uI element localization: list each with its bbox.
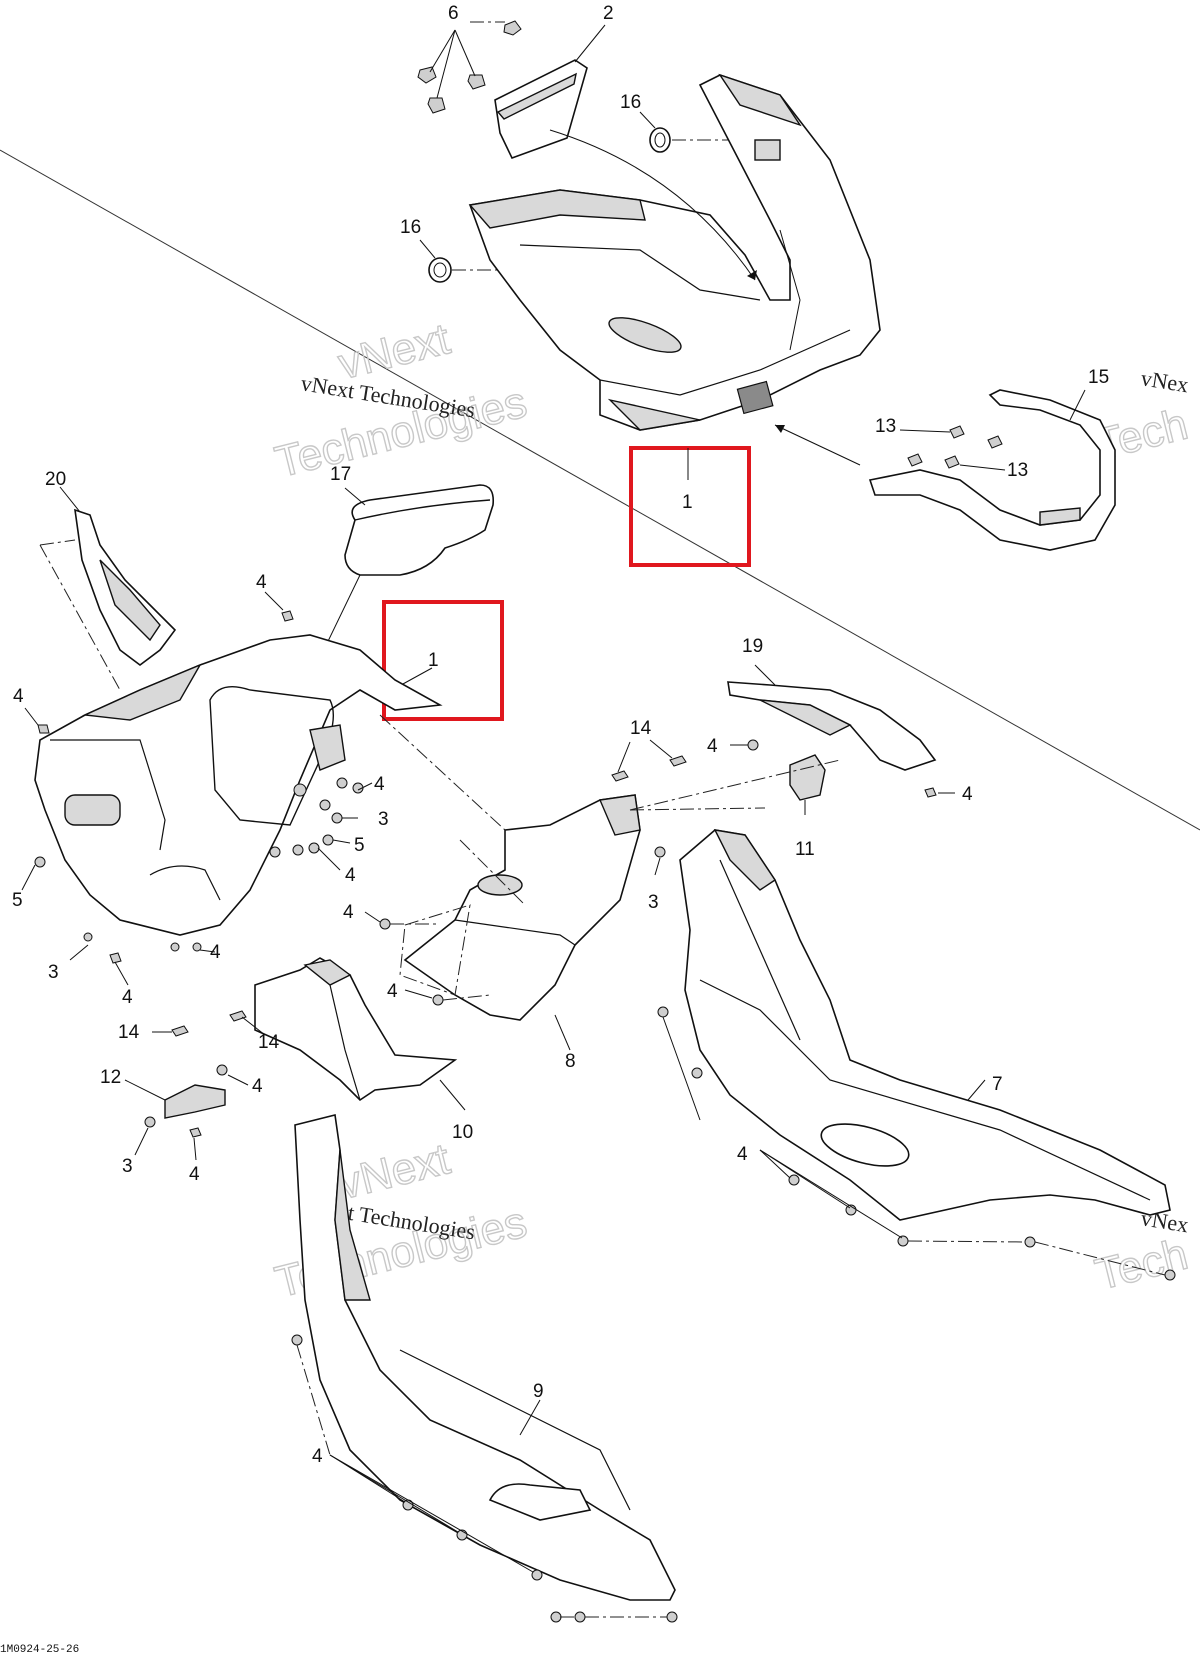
callout-19: 19 [742,636,763,657]
callout-5-left: 5 [12,890,23,911]
callout-14-mid: 14 [258,1032,280,1053]
callout-4-dash-b: 4 [345,865,356,886]
part-8-center-tray [379,714,641,1051]
part-9-lower-panel [294,1114,676,1601]
part-19-right-bracket [727,664,937,771]
callout-11: 11 [795,839,815,860]
callout-20: 20 [45,469,66,490]
callout-12: 12 [100,1067,121,1088]
callout-1-upper: 1 [682,492,693,513]
callout-4-clip-right: 4 [962,784,973,805]
callout-3-bracket: 3 [122,1156,133,1177]
part-1-dash-panel [34,634,443,936]
callout-4-bracket-lower: 4 [189,1164,200,1185]
part-12-small-bracket [124,1064,249,1161]
arrow-15-to-1 [774,424,861,466]
callout-4-dash-a: 4 [374,774,385,795]
part-16-grommet-upper [639,111,730,153]
part-15-handle-bar [868,389,1116,551]
callout-3-dash: 3 [378,809,389,830]
part-13-screws [899,425,1006,471]
callout-4-clip-left: 4 [707,736,718,757]
part-11-clip [629,739,955,815]
callout-16-lower: 16 [400,217,421,238]
callout-4-lower-panel: 4 [312,1446,323,1467]
callout-14-top: 14 [630,718,652,739]
callout-6: 6 [448,3,459,24]
fasteners-9 [291,1334,678,1623]
callout-13-right: 13 [1007,460,1028,481]
callout-4-tray-a: 4 [343,902,354,923]
part-7-side-panel [679,829,1171,1221]
callout-4-bracket: 4 [252,1076,263,1097]
highlight-box-upper [629,446,751,567]
callout-4-dash-c: 4 [210,942,221,963]
callout-8: 8 [565,1051,576,1072]
callout-13-left: 13 [875,416,896,437]
callout-3-side: 3 [648,892,659,913]
part-1-upper-fairing [468,73,881,431]
part-17-pad [287,484,495,728]
highlight-box-lower [382,600,504,721]
callout-10: 10 [452,1122,473,1143]
callout-4-top: 4 [256,572,267,593]
dash-fasteners [21,591,373,986]
callout-9: 9 [533,1381,544,1402]
callout-7: 7 [992,1074,1003,1095]
callout-5-dash: 5 [354,835,365,856]
fastener-group-6 [417,20,522,114]
fasteners-4-tray [364,911,491,1006]
figure-reference: 1M0924-25-26 [0,1644,79,1656]
watermark-word-vnext-2: vNext [334,1134,455,1209]
diagonal-reference-line [0,149,1200,831]
watermark-edge-top: vNex [1139,365,1190,397]
callout-15: 15 [1088,367,1109,388]
callout-4-left: 4 [13,686,24,707]
watermark-edge-bottom-big: Tech [1091,1230,1193,1300]
part-20-side-panel [39,486,177,691]
arrow-2-to-1 [549,129,756,281]
callout-labels: 6 2 16 16 15 13 13 1 1 20 17 19 4 4 4 4 … [12,3,1109,1467]
callout-4-tray-b: 4 [387,981,398,1002]
callout-1-lower: 1 [428,650,439,671]
part-2-cover [494,24,606,159]
fasteners-7 [654,846,1176,1281]
callout-17: 17 [330,464,351,485]
fasteners-14 [152,739,687,1037]
callout-2: 2 [603,3,614,24]
part-10-bracket [254,957,466,1111]
callout-3-left: 3 [48,962,59,983]
callout-4-side: 4 [737,1144,748,1165]
callout-16-upper: 16 [620,92,641,113]
callout-14-left: 14 [118,1022,140,1043]
callout-4-dash-d: 4 [122,987,133,1008]
